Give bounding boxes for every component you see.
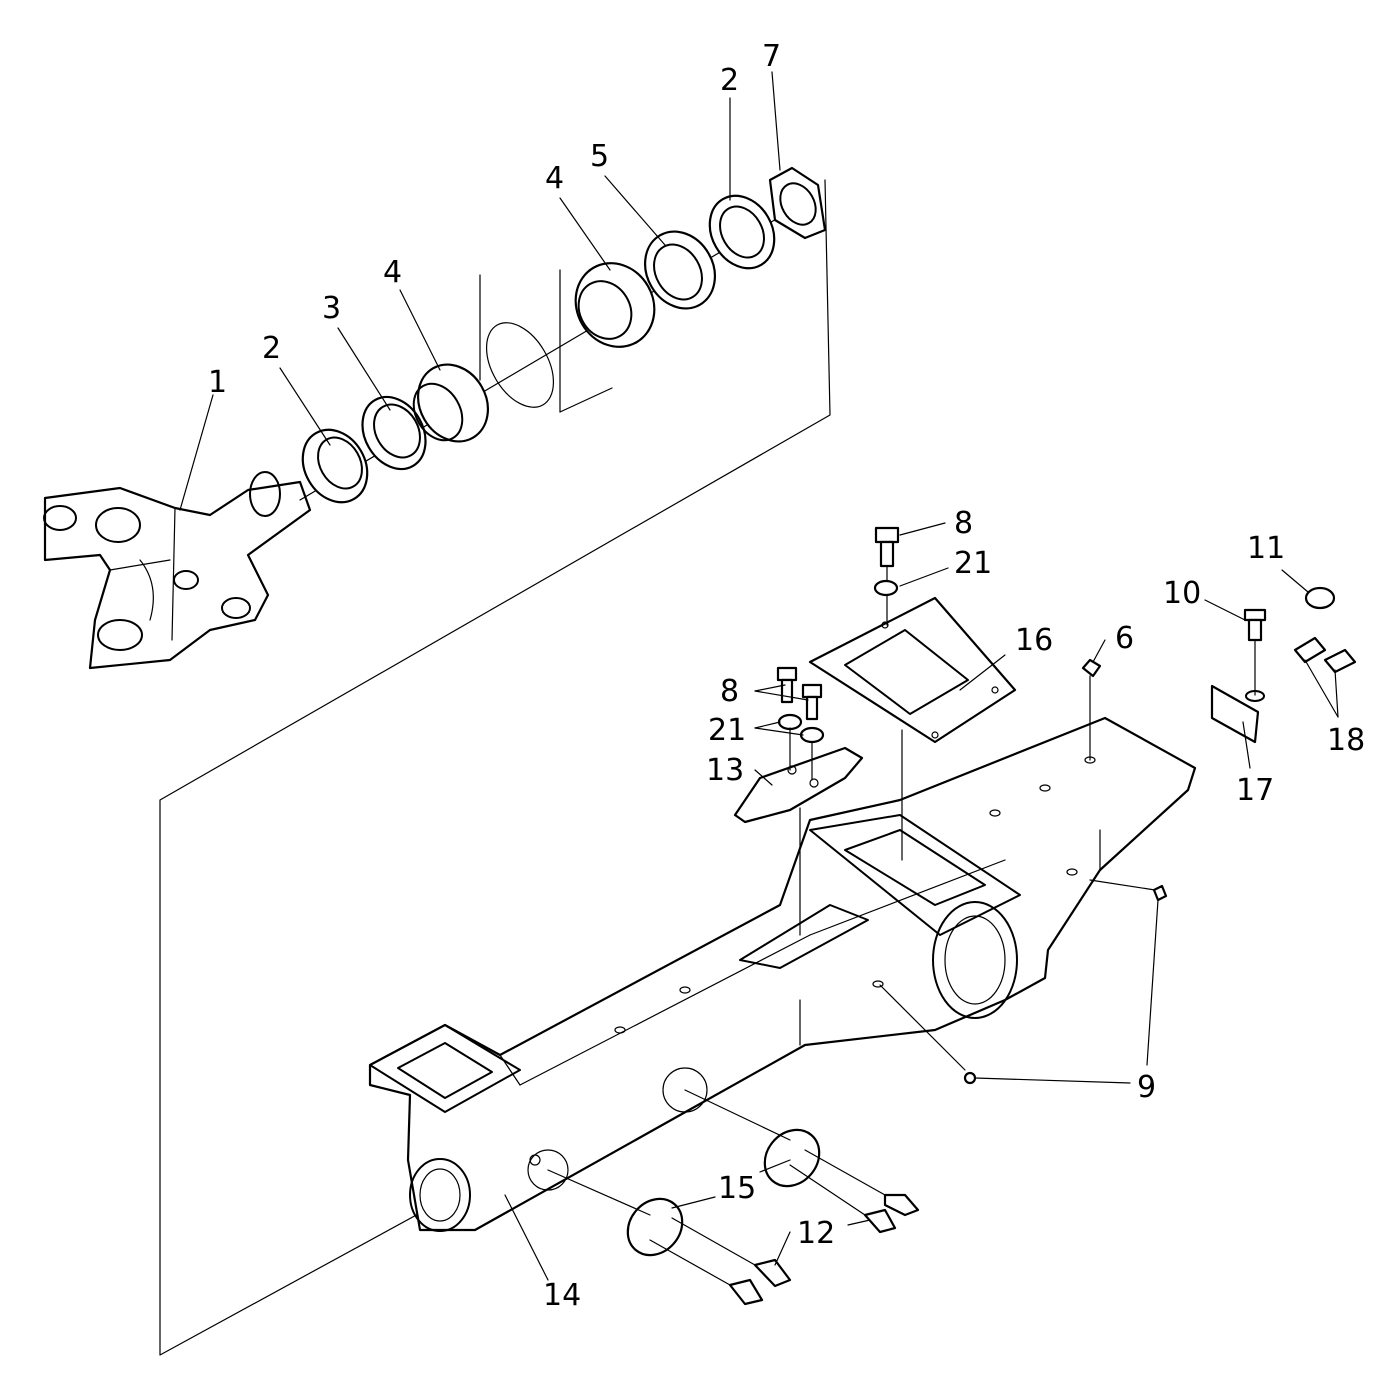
callout-21a: 21 bbox=[954, 546, 992, 581]
callout-7: 7 bbox=[762, 39, 781, 74]
callout-12: 12 bbox=[797, 1216, 835, 1251]
callout-17: 17 bbox=[1236, 773, 1274, 808]
callout-4a: 4 bbox=[383, 255, 402, 290]
callout-2a: 2 bbox=[262, 331, 281, 366]
callout-8a: 8 bbox=[954, 506, 973, 541]
callout-10: 10 bbox=[1163, 576, 1201, 611]
assembly-outline bbox=[159, 179, 831, 1356]
callout-4b: 4 bbox=[545, 161, 564, 196]
callout-2b: 2 bbox=[720, 63, 739, 98]
cover-plate-part-16 bbox=[808, 596, 1017, 744]
callout-21b: 21 bbox=[708, 713, 746, 748]
fasteners bbox=[547, 526, 1357, 1306]
callout-6: 6 bbox=[1115, 621, 1134, 656]
leader-lines bbox=[179, 71, 1339, 1281]
ring-part-2-left bbox=[301, 428, 369, 504]
callout-11: 11 bbox=[1247, 531, 1285, 566]
callout-18: 18 bbox=[1327, 723, 1365, 758]
seal-part-5 bbox=[644, 230, 716, 310]
plate-part-13 bbox=[733, 746, 864, 824]
bracket-part-17 bbox=[1210, 684, 1265, 744]
bearing-part-4-right bbox=[574, 262, 656, 348]
callout-14: 14 bbox=[543, 1278, 581, 1313]
callout-8b: 8 bbox=[720, 674, 739, 709]
callout-9: 9 bbox=[1137, 1070, 1156, 1105]
ring-part-2-right bbox=[708, 194, 776, 270]
callout-13: 13 bbox=[706, 753, 744, 788]
callout-labels: 1 2 3 4 4 5 2 7 8 21 16 6 11 10 8 21 13 … bbox=[208, 39, 1365, 1313]
nut-part-7 bbox=[768, 166, 827, 240]
bearing-stack bbox=[299, 166, 827, 504]
ring-part-3 bbox=[361, 395, 427, 471]
callout-15: 15 bbox=[718, 1171, 756, 1206]
callout-3: 3 bbox=[322, 291, 341, 326]
callout-5: 5 bbox=[590, 139, 609, 174]
callout-1: 1 bbox=[208, 365, 227, 400]
callout-16: 16 bbox=[1015, 623, 1053, 658]
bearing-part-4-left bbox=[412, 363, 489, 443]
steering-knuckle-part-1 bbox=[43, 471, 312, 670]
